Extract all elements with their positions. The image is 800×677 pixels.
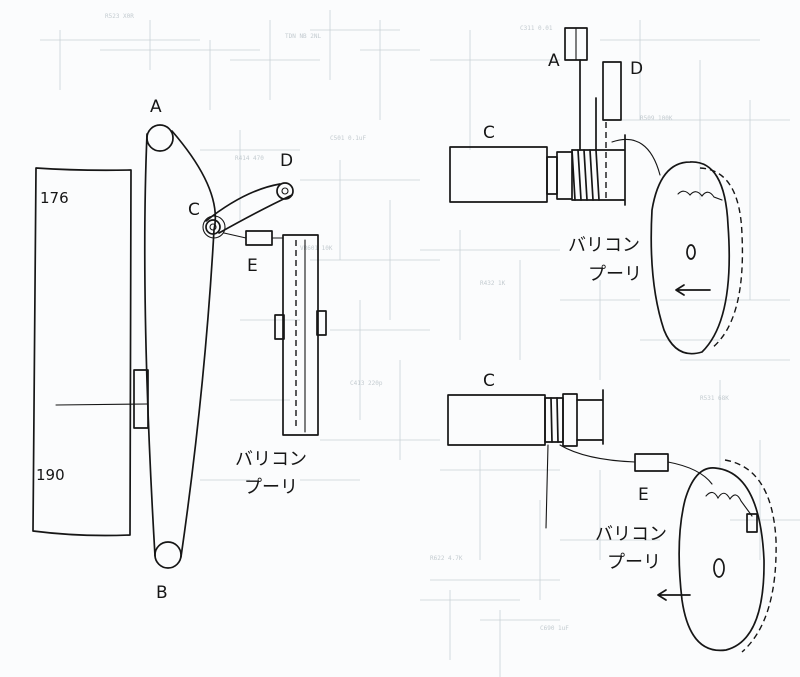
label-a: A xyxy=(150,97,162,117)
belt-ab-right xyxy=(171,130,217,558)
svg-text:R523 X0R: R523 X0R xyxy=(105,13,134,20)
shaft-housing xyxy=(571,134,626,206)
svg-text:R531 68K: R531 68K xyxy=(700,395,729,402)
coil-windings-bottom xyxy=(550,397,559,443)
pulley-c xyxy=(205,219,221,235)
cord-to-e xyxy=(223,232,284,239)
direction-arrow-bottom xyxy=(657,589,691,601)
varicon-center-hole-top xyxy=(686,244,696,260)
part-d-block xyxy=(602,61,622,121)
svg-text:R432 1K: R432 1K xyxy=(480,280,506,287)
varicon-center-hole-bottom xyxy=(713,558,725,578)
svg-text:TDN NB 2NL: TDN NB 2NL xyxy=(285,33,322,40)
label-e: E xyxy=(247,256,258,276)
left-belt-diagram: A B C D E 176 190 バリコン プーリ xyxy=(32,97,327,603)
varicon-pulley-bottom xyxy=(678,467,765,652)
label-d-top: D xyxy=(630,59,643,79)
direction-arrow-top xyxy=(675,284,711,296)
part-e-block-bottom xyxy=(634,453,669,472)
belt-ab-left xyxy=(143,133,156,557)
svg-text:R414 470: R414 470 xyxy=(235,155,264,162)
shaft-step-bottom xyxy=(562,393,578,447)
label-c-top: C xyxy=(483,123,495,143)
bottom-right-diagram: C E バリコン プーリ xyxy=(447,371,777,653)
part-e-block xyxy=(245,230,273,246)
svg-text:VR601 10K: VR601 10K xyxy=(300,245,333,252)
varicon-tab-left xyxy=(274,314,285,340)
label-a-top: A xyxy=(548,51,560,71)
pulley-c-hub xyxy=(209,223,217,231)
pulley-c-outer xyxy=(202,215,226,239)
varicon-label-bottom-line2: プーリ xyxy=(607,552,661,573)
cord-to-e-bottom xyxy=(559,444,636,463)
svg-text:C413 220p: C413 220p xyxy=(350,380,383,387)
label-b: B xyxy=(156,583,168,603)
scale-bottom-number: 190 xyxy=(36,466,65,484)
shaft-coil-bottom xyxy=(544,397,564,443)
top-right-diagram: A C D バリコン プーリ xyxy=(449,27,744,355)
scale-top-number: 176 xyxy=(40,189,69,207)
varicon-tab-bottom xyxy=(746,513,758,533)
knob-c-bottom xyxy=(447,394,546,446)
svg-text:R509 100K: R509 100K xyxy=(640,115,673,122)
knob-c xyxy=(449,146,548,203)
shaft-vertical xyxy=(579,59,597,151)
pulley-b xyxy=(154,541,182,569)
varicon-pulley-top xyxy=(650,161,731,355)
varicon-pulley-top-hidden xyxy=(699,167,744,349)
cord-down-bottom xyxy=(545,444,549,529)
varicon-spring-bottom xyxy=(705,491,753,517)
dial-scale-board xyxy=(32,167,132,537)
shaft-housing-bottom xyxy=(576,389,604,445)
label-c-bottom: C xyxy=(483,371,495,391)
varicon-label-top-line1: バリコン xyxy=(568,235,640,256)
coil-windings xyxy=(571,149,600,201)
varicon-label-top-line2: プーリ xyxy=(588,264,642,285)
pulley-d xyxy=(276,182,294,200)
cord-to-pulley-bottom xyxy=(667,461,713,485)
label-c: C xyxy=(188,200,200,220)
varicon-tab-right xyxy=(316,310,327,336)
varicon-pulley-bottom-hidden xyxy=(724,459,777,653)
label-d: D xyxy=(280,151,293,171)
varicon-label-line2: プーリ xyxy=(244,477,298,498)
varicon-label-line1: バリコン xyxy=(235,449,307,470)
svg-text:C690 1uF: C690 1uF xyxy=(540,625,569,632)
belt-cd xyxy=(205,183,293,234)
dial-pointer xyxy=(133,369,149,429)
pulley-d-hub xyxy=(281,187,289,195)
background-schematic: R523 X0R TDN NB 2NL C501 0.1uF R414 470 … xyxy=(40,10,800,677)
dial-pointer-line xyxy=(55,403,149,406)
varicon-pulley-left xyxy=(282,234,319,436)
shaft-step-2 xyxy=(556,151,573,200)
varicon-spring-top xyxy=(677,190,723,201)
pulley-a xyxy=(146,124,174,152)
shaft-step-1 xyxy=(546,156,558,195)
svg-text:C501 0.1uF: C501 0.1uF xyxy=(330,135,367,142)
label-e-bottom: E xyxy=(638,485,649,505)
svg-text:R622 4.7K: R622 4.7K xyxy=(430,555,463,562)
svg-text:C311 0.01: C311 0.01 xyxy=(520,25,553,32)
cord-to-pulley xyxy=(611,138,661,176)
varicon-label-bottom-line1: バリコン xyxy=(595,524,667,545)
